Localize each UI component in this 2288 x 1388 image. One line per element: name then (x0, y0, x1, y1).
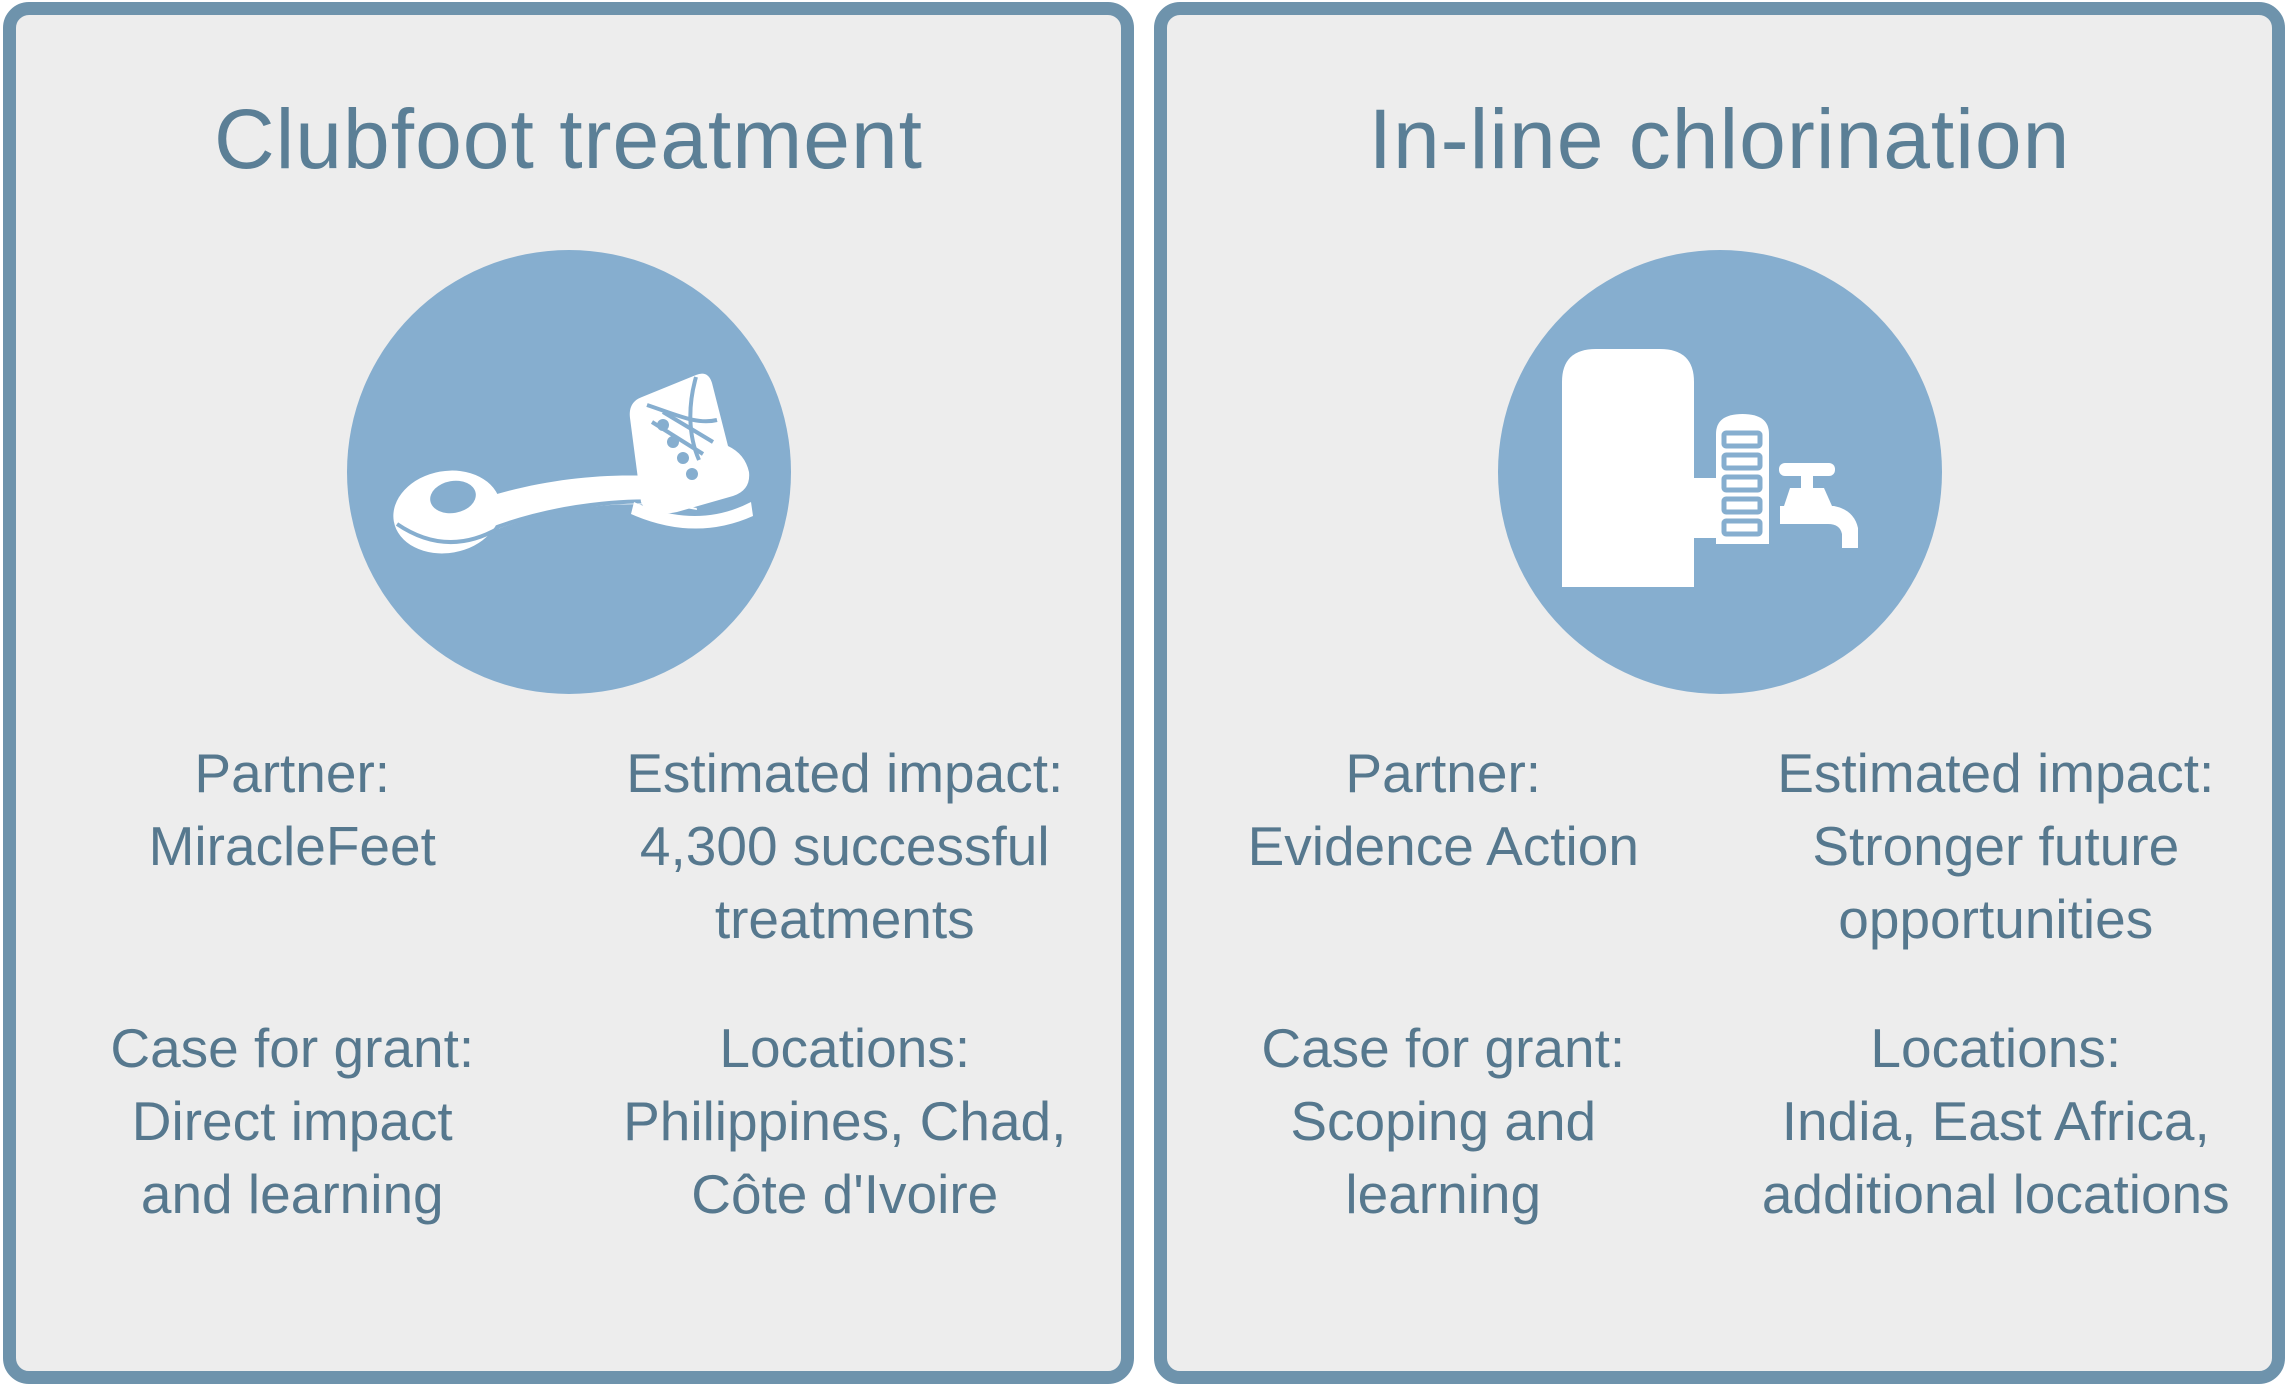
water-tank-tap-icon (1561, 349, 1858, 587)
estimated-impact-text: Estimated impact: Stronger future opport… (1777, 742, 2215, 950)
chlorination-icon-circle (1497, 250, 1942, 694)
card-title: Clubfoot treatment (213, 92, 924, 186)
clubfoot-icon-circle (346, 250, 791, 694)
card-clubfoot-treatment: Clubfoot treatment (3, 2, 1134, 1384)
partner-text: Partner: MiracleFeet (148, 742, 436, 877)
info-row-case-locations: Case for grant: Direct impact and learni… (16, 1012, 1121, 1231)
case-for-grant-text: Case for grant: Scoping and learning (1261, 1017, 1626, 1225)
estimated-impact-text: Estimated impact: 4,300 successful treat… (626, 742, 1064, 950)
info-row-case-locations: Case for grant: Scoping and learning Loc… (1167, 1012, 2272, 1231)
locations-text: Locations: Philippines, Chad, Côte d'Ivo… (623, 1017, 1067, 1225)
case-for-grant-text: Case for grant: Direct impact and learni… (110, 1017, 475, 1225)
card-title: In-line chlorination (1368, 92, 2071, 186)
info-row-partner-impact: Partner: Evidence Action Estimated impac… (1167, 737, 2272, 956)
info-row-partner-impact: Partner: MiracleFeet Estimated impact: 4… (16, 737, 1121, 956)
partner-text: Partner: Evidence Action (1247, 742, 1639, 877)
card-inline-chlorination: In-line chlorination (1154, 2, 2285, 1384)
clubfoot-brace-icon (392, 373, 753, 554)
locations-text: Locations: India, East Africa, additiona… (1761, 1017, 2230, 1225)
